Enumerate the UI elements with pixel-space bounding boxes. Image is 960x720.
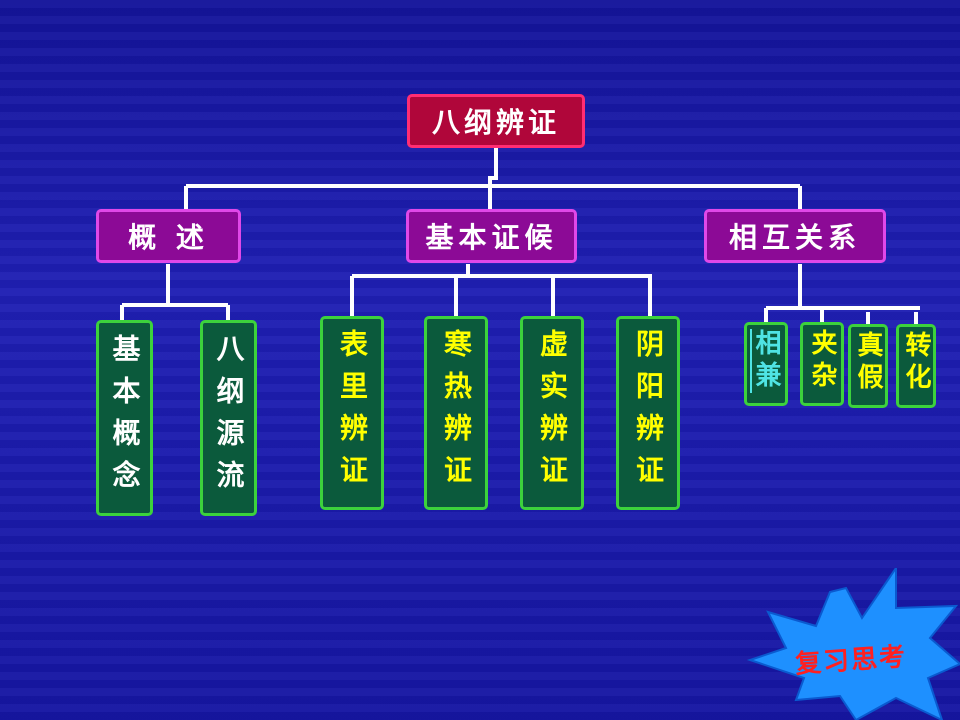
connector-basic: [350, 264, 652, 316]
leaf-exterior-interior[interactable]: 表里辨证: [320, 316, 384, 510]
leaf-eight-principles-origin[interactable]: 八纲源流: [200, 320, 257, 516]
review-star-shape: [746, 568, 960, 720]
leaf-yin-yang[interactable]: 阴阳辨证: [616, 316, 680, 510]
leaf-transformation[interactable]: 转化: [896, 324, 936, 408]
leaf-cold-heat[interactable]: 寒热辨证: [424, 316, 488, 510]
connector-root: [184, 148, 802, 209]
leaf-true-false[interactable]: 真假: [848, 324, 888, 408]
leaf-concurrent[interactable]: 相兼: [744, 322, 788, 406]
connector-overview: [120, 264, 230, 320]
category-relationships[interactable]: 相互关系: [704, 209, 886, 263]
connector-relations: [764, 264, 920, 324]
leaf-mixed[interactable]: 夹杂: [800, 322, 844, 406]
root-node[interactable]: 八纲辨证: [407, 94, 585, 148]
leaf-basic-concept[interactable]: 基本概念: [96, 320, 153, 516]
category-overview[interactable]: 概 述: [96, 209, 241, 263]
leaf-deficiency-excess[interactable]: 虚实辨证: [520, 316, 584, 510]
review-star-icon[interactable]: [746, 568, 960, 720]
category-basic-syndromes[interactable]: 基本证候: [406, 209, 577, 263]
